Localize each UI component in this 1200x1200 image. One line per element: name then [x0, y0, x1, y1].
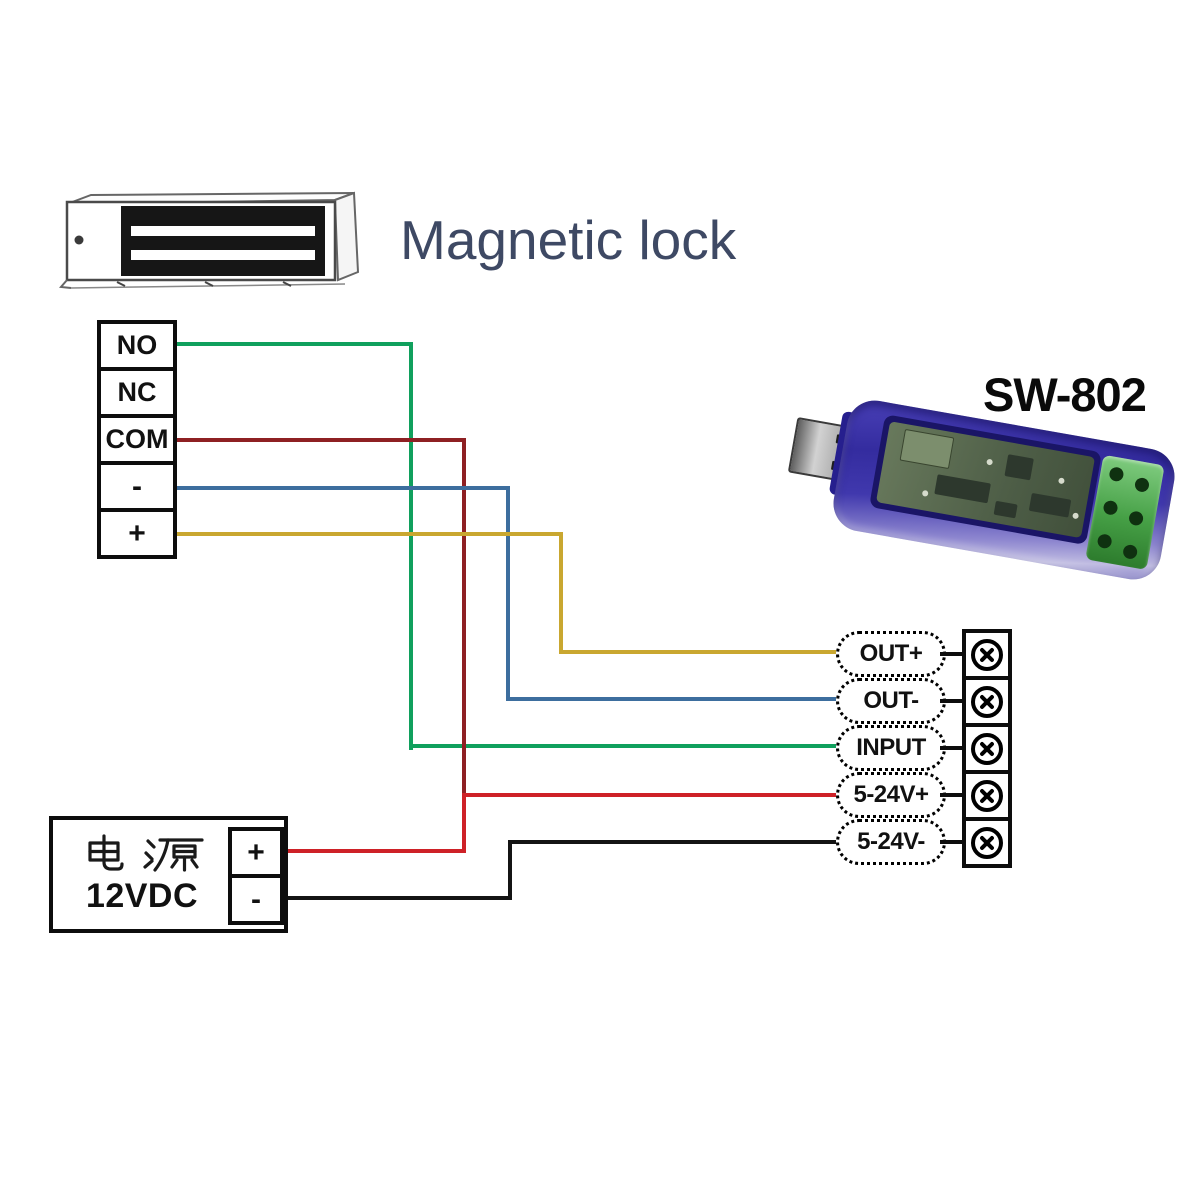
- pill-connector: [940, 793, 964, 797]
- wire-power-minus-to-5-24v-minus-segment: [286, 896, 512, 900]
- screw-terminal-5-24v-plus: [962, 770, 1012, 821]
- wire-power-minus-to-5-24v-minus-segment: [508, 840, 512, 900]
- pcb-component: [899, 428, 955, 470]
- terminal-hole: [1096, 533, 1113, 550]
- wire-lock-minus-to-out-minus-segment: [506, 486, 510, 701]
- wire-no-to-input-segment: [409, 342, 413, 750]
- magnetic-lock-drawing: [58, 191, 360, 289]
- wire-no-to-input-segment: [177, 342, 413, 346]
- relay-terminal-nc-label: NC: [117, 377, 157, 407]
- screw-terminal-icon: [971, 826, 1003, 859]
- pcb-component: [993, 500, 1018, 519]
- screw-terminal-input: [962, 723, 1012, 774]
- relay-terminal-no-label: NO: [116, 330, 158, 360]
- pcb-component: [934, 474, 991, 504]
- io-label-out-plus: OUT+: [859, 640, 923, 667]
- screw-terminal-icon: [971, 779, 1003, 812]
- device-model-label: SW-802: [983, 368, 1147, 421]
- relay-terminal-plus-label: +: [128, 516, 146, 550]
- io-label-out-minus: OUT-: [863, 687, 919, 714]
- power-supply-terminals: + -: [228, 827, 284, 925]
- wire-lock-minus-to-out-minus-segment: [506, 697, 836, 701]
- wire-power-plus-segment: [462, 793, 466, 853]
- pcb-solder-dot: [1072, 512, 1080, 520]
- pcb-component: [1028, 492, 1072, 518]
- screw-terminal-5-24v-minus: [962, 817, 1012, 868]
- wire-power-plus-to-5-24v-plus-segment: [462, 793, 836, 797]
- wire-lock-plus-to-out-plus-segment: [559, 650, 836, 654]
- power-terminal-plus: +: [228, 827, 284, 878]
- wire-lock-plus-to-out-plus-segment: [559, 532, 563, 654]
- power-terminal-minus-label: -: [251, 882, 261, 916]
- pcb-solder-dot: [1057, 477, 1065, 485]
- wire-power-plus-segment: [286, 849, 466, 853]
- relay-terminal-plus: +: [97, 508, 177, 559]
- pcb-component: [1004, 454, 1034, 481]
- wire-lock-plus-to-out-plus-segment: [177, 532, 563, 536]
- magnetic-lock-label: Magnetic lock: [400, 209, 737, 271]
- pill-connector: [940, 652, 964, 656]
- converter-screw-terminal-block: [962, 629, 1012, 868]
- wire-no-to-input-segment: [409, 744, 836, 748]
- relay-terminal-nc: NC: [97, 367, 177, 418]
- power-supply-voltage: 12VDC: [85, 877, 199, 915]
- power-terminal-plus-label: +: [247, 835, 265, 869]
- screw-terminal-out-plus: [962, 629, 1012, 680]
- relay-terminal-minus-label: -: [132, 469, 142, 503]
- relay-terminal-no: NO: [97, 320, 177, 371]
- io-label-input: INPUT: [856, 734, 926, 761]
- pill-connector: [940, 699, 964, 703]
- relay-terminal-minus: -: [97, 461, 177, 512]
- io-label-pill-out-minus: OUT-: [836, 678, 946, 724]
- usb-rs485-converter-photo: [787, 396, 1179, 584]
- power-supply-name-glyphs: [88, 834, 204, 872]
- power-supply-box: 电 源 12VDC + -: [49, 816, 288, 933]
- power-supply-labels: 电 源 12VDC: [53, 820, 231, 929]
- wire-com-segment: [462, 438, 466, 797]
- terminal-hole: [1102, 499, 1119, 516]
- power-terminal-minus: -: [228, 874, 284, 925]
- wire-com-segment: [177, 438, 466, 442]
- screw-terminal-out-minus: [962, 676, 1012, 727]
- pill-connector: [940, 840, 964, 844]
- terminal-hole: [1108, 466, 1125, 483]
- relay-terminal-com-label: COM: [105, 424, 169, 454]
- power-supply-name: 电 源: [142, 874, 143, 875]
- wire-lock-minus-to-out-minus-segment: [177, 486, 510, 490]
- screw-terminal-icon: [971, 732, 1003, 765]
- io-label-5-24v-minus: 5-24V-: [857, 828, 925, 855]
- relay-terminal-com: COM: [97, 414, 177, 465]
- screw-terminal-icon: [971, 685, 1003, 718]
- relay-terminal-block: NO NC COM - +: [97, 320, 177, 559]
- wire-power-minus-to-5-24v-minus-segment: [508, 840, 836, 844]
- io-label-5-24v-plus: 5-24V+: [853, 781, 929, 808]
- io-label-pill-out-plus: OUT+: [836, 631, 946, 677]
- terminal-hole: [1127, 510, 1145, 527]
- terminal-hole: [1122, 543, 1139, 560]
- pill-connector: [940, 746, 964, 750]
- io-label-pill-input: INPUT: [836, 725, 946, 771]
- io-label-pill-5-24v-minus: 5-24V-: [836, 819, 946, 865]
- pcb-solder-dot: [921, 489, 929, 497]
- terminal-hole: [1133, 476, 1151, 493]
- pcb-solder-dot: [986, 458, 994, 466]
- screw-terminal-icon: [971, 638, 1003, 671]
- io-label-pill-5-24v-plus: 5-24V+: [836, 772, 946, 818]
